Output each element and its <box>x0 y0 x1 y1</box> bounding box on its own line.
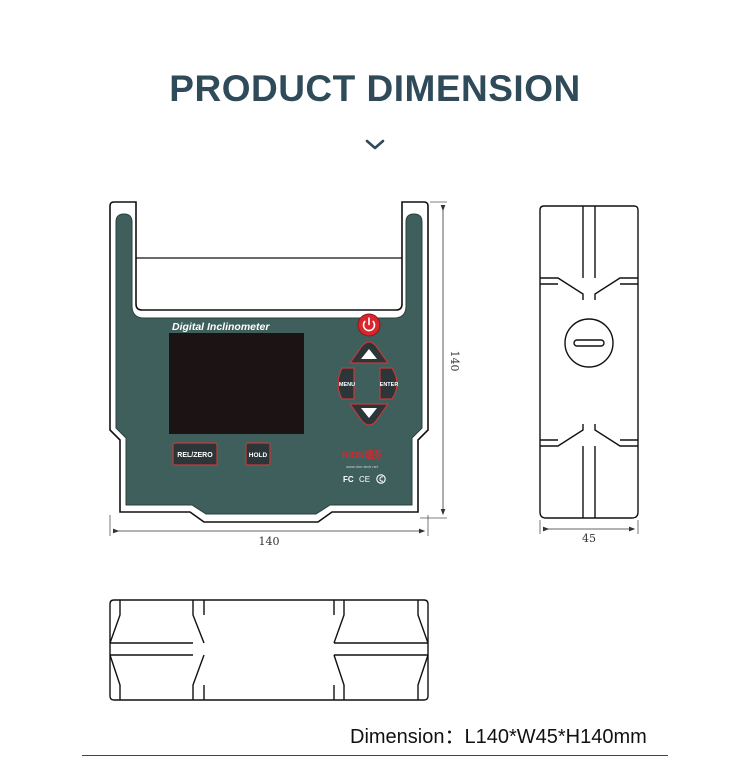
front-view: Digital Inclinometer MENU <box>109 201 429 523</box>
lcd-screen <box>169 333 304 434</box>
depth-dimension-label: 45 <box>582 532 596 545</box>
hold-label: HOLD <box>249 452 268 459</box>
battery-cover <box>564 318 614 368</box>
rel-zero-label: REL/ZERO <box>177 452 213 459</box>
top-view <box>109 599 429 701</box>
side-dimensions: 45 <box>539 520 639 545</box>
brand-logo: RION瑞芬 <box>342 449 384 460</box>
device-label: Digital Inclinometer <box>172 321 270 333</box>
fc-mark: FC <box>343 475 354 484</box>
arrow-up-icon <box>361 349 377 359</box>
menu-button[interactable]: MENU <box>337 367 355 400</box>
power-button[interactable] <box>357 313 381 337</box>
hold-button[interactable]: HOLD <box>245 442 271 466</box>
menu-label: MENU <box>339 382 355 388</box>
page-title: PRODUCT DIMENSION <box>169 68 581 109</box>
up-button[interactable] <box>348 341 390 364</box>
height-dimension-label: 140 <box>448 351 461 372</box>
side-view <box>539 205 639 519</box>
power-icon <box>362 317 376 332</box>
rel-zero-button[interactable]: REL/ZERO <box>172 442 218 466</box>
dimension-summary: Dimension：L140*W45*H140mm <box>350 726 647 748</box>
rohs-mark <box>376 474 386 484</box>
screw-slot <box>573 339 605 347</box>
down-button[interactable] <box>348 403 390 426</box>
ce-mark: CE <box>359 475 370 484</box>
front-dimensions: 140 140 <box>109 201 461 548</box>
enter-label: ENTER <box>380 382 399 388</box>
chevron-down-icon[interactable] <box>364 138 386 152</box>
footer-divider <box>82 755 668 756</box>
certification-marks: FC CE <box>343 474 386 484</box>
width-dimension-label: 140 <box>259 535 280 548</box>
website-text: www.rion-tech.net <box>346 464 379 469</box>
arrow-down-icon <box>361 408 377 418</box>
enter-button[interactable]: ENTER <box>379 367 399 400</box>
